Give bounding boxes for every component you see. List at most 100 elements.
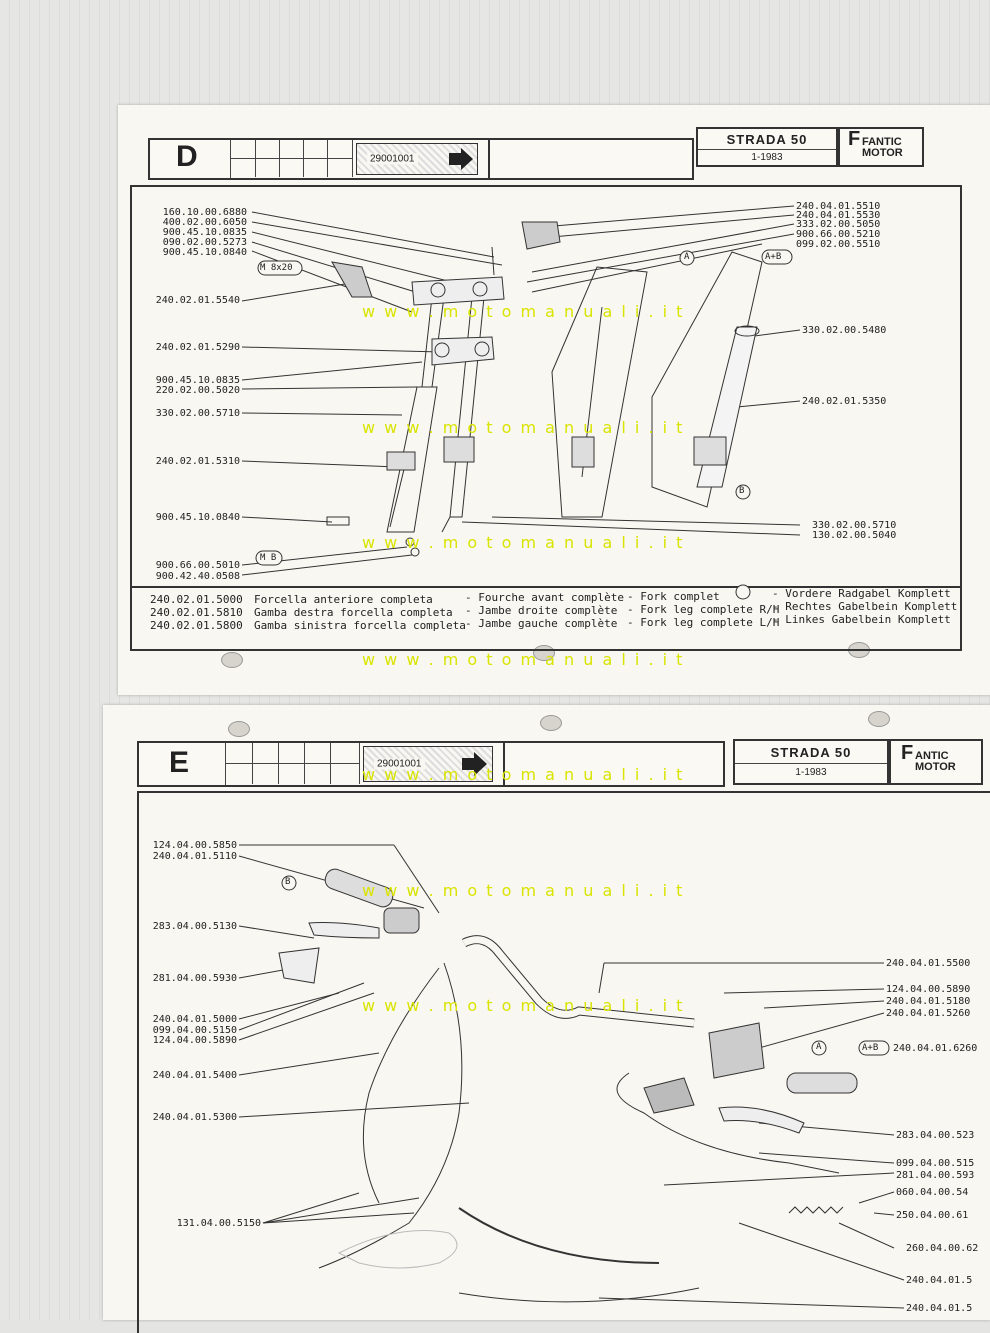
part-number: 240.04.01.5400 (152, 1070, 237, 1081)
model-name: STRADA 50 (726, 132, 808, 147)
legend-italian: Forcella anteriore completa (254, 593, 433, 606)
part-number: 090.02.00.5273 (162, 237, 247, 248)
part-number: 260.04.00.62 (906, 1243, 979, 1254)
fork-exploded-diagram (132, 205, 960, 600)
part-number: 900.45.10.0840 (155, 512, 240, 523)
model-box: STRADA 50 1-1983 (696, 127, 838, 167)
part-number: 400.02.00.6050 (162, 217, 247, 228)
part-number: 283.04.00.5130 (152, 921, 237, 932)
watermark-text: w w w . m o t o m a n u a l i . i t (362, 765, 685, 784)
part-number: 099.02.00.5510 (796, 239, 881, 250)
part-number: 240.02.01.5290 (155, 342, 240, 353)
part-number: 250.04.00.61 (896, 1210, 969, 1221)
part-number: 900.66.00.5010 (155, 560, 240, 571)
part-number: 240.04.01.5110 (152, 851, 237, 862)
reference-box: 29001001 (363, 746, 493, 782)
part-number: 220.02.00.5020 (155, 385, 240, 396)
part-number: 333.02.00.5050 (796, 219, 881, 230)
part-number: 240.04.01.5300 (152, 1112, 237, 1123)
legend-french: - Fourche avant complète (465, 591, 624, 604)
part-number: 099.04.00.515 (896, 1158, 975, 1169)
brand-logo: F FANTIC MOTOR (848, 128, 903, 159)
parts-sheet-d: D 29001001 STRADA 50 1-1983 F FANTIC MOT… (118, 105, 990, 695)
legend-english: - Fork complet (627, 590, 720, 603)
binder-hole (228, 721, 250, 737)
watermark-text: w w w . m o t o m a n u a l i . i t (362, 881, 685, 900)
tag-a: A (684, 252, 690, 262)
tag-b: B (739, 486, 745, 496)
handlebar-exploded-diagram (238, 844, 905, 1309)
blank-field (488, 138, 694, 178)
brand-logo-box: F FANTIC MOTOR (838, 127, 924, 167)
legend-german: - Vordere Radgabel Komplett (772, 587, 951, 600)
part-number: 240.04.01.5500 (886, 958, 971, 969)
part-number: 124.04.00.5850 (152, 840, 237, 851)
tag-mb: M B (260, 553, 277, 563)
legend-italian: Gamba destra forcella completa (254, 606, 453, 619)
legend-french: - Jambe gauche complète (465, 617, 618, 630)
section-letter: D (176, 140, 198, 173)
legend-german: - Linkes Gabelbein Komplett (772, 613, 951, 626)
watermark-text: w w w . m o t o m a n u a l i . i t (362, 418, 685, 437)
part-number: 240.02.01.5350 (802, 396, 887, 407)
binder-hole (221, 652, 243, 668)
part-number: 131.04.00.5150 (176, 1218, 261, 1229)
legend-english: - Fork leg complete L/H (627, 616, 780, 629)
legend-english: - Fork leg complete R/H (627, 603, 780, 616)
model-name: STRADA 50 (770, 745, 852, 760)
model-box: STRADA 50 1-1983 (733, 739, 889, 785)
binder-hole (868, 711, 890, 727)
part-number: 240.02.01.5310 (155, 456, 240, 467)
sheet-header: E 29001001 (137, 741, 725, 787)
watermark-text: w w w . m o t o m a n u a l i . i t (362, 533, 685, 552)
part-number: 281.04.00.593 (896, 1170, 975, 1181)
section-letter: E (169, 746, 190, 779)
part-number: 240.04.01.5 (906, 1303, 973, 1314)
part-number: 900.66.00.5210 (796, 229, 881, 240)
arrow-right-icon (462, 752, 487, 776)
legend-german: - Rechtes Gabelbein Komplett (772, 600, 958, 613)
part-number: 240.02.01.5540 (155, 295, 240, 306)
watermark-text: w w w . m o t o m a n u a l i . i t (362, 650, 685, 669)
drawing-frame: M 8x20 M B A A+B B 160.10.00.6880 400.02… (130, 185, 962, 651)
part-number: 240.04.01.5260 (886, 1008, 971, 1019)
part-number: 240.04.01.5 (906, 1275, 973, 1286)
parts-sheet-e: E 29001001 STRADA 50 1-1983 F ANTIC MOTO… (103, 705, 990, 1333)
part-number: 330.02.00.5710 (155, 408, 240, 419)
part-number: 900.42.40.0508 (155, 571, 240, 582)
tag-ab: A+B (765, 252, 782, 262)
part-number: 330.02.00.5710 (812, 520, 897, 531)
watermark-text: w w w . m o t o m a n u a l i . i t (362, 996, 685, 1015)
brand-logo-box: F ANTIC MOTOR (889, 739, 983, 785)
blank-field (503, 741, 725, 785)
part-number: 900.45.10.0840 (162, 247, 247, 258)
part-number: 240.04.01.6260 (893, 1043, 978, 1054)
binder-hole (540, 715, 562, 731)
tag-ab: A+B (862, 1043, 879, 1053)
part-number: 240.04.01.5510 (796, 201, 881, 212)
legend-italian: Gamba sinistra forcella completa (254, 619, 466, 632)
part-number: 124.04.00.5890 (886, 984, 971, 995)
grid-cells (230, 140, 353, 178)
tag-m8x20: M 8x20 (260, 263, 293, 273)
watermark-text: w w w . m o t o m a n u a l i . i t (362, 302, 685, 321)
part-number: 240.04.01.5000 (152, 1014, 237, 1025)
part-number: 130.02.00.5040 (812, 530, 897, 541)
legend-code: 240.02.01.5810 (150, 606, 243, 619)
issue-date: 1-1983 (795, 767, 827, 778)
reference-box: 29001001 (356, 143, 478, 175)
brand-logo: F ANTIC MOTOR (901, 742, 956, 773)
issue-date: 1-1983 (751, 152, 783, 163)
tag-b: B (285, 877, 291, 887)
part-number: 330.02.00.5480 (802, 325, 887, 336)
part-number: 281.04.00.5930 (152, 973, 237, 984)
part-number: 240.04.01.5530 (796, 210, 881, 221)
part-number: 060.04.00.54 (896, 1187, 969, 1198)
part-number: 160.10.00.6880 (162, 207, 247, 218)
part-number: 099.04.00.5150 (152, 1025, 237, 1036)
sheet-header: D 29001001 (148, 138, 694, 180)
part-number: 900.45.10.0835 (162, 227, 247, 238)
arrow-right-icon (449, 148, 473, 170)
legend-code: 240.02.01.5000 (150, 593, 243, 606)
reference-code: 29001001 (367, 153, 418, 165)
